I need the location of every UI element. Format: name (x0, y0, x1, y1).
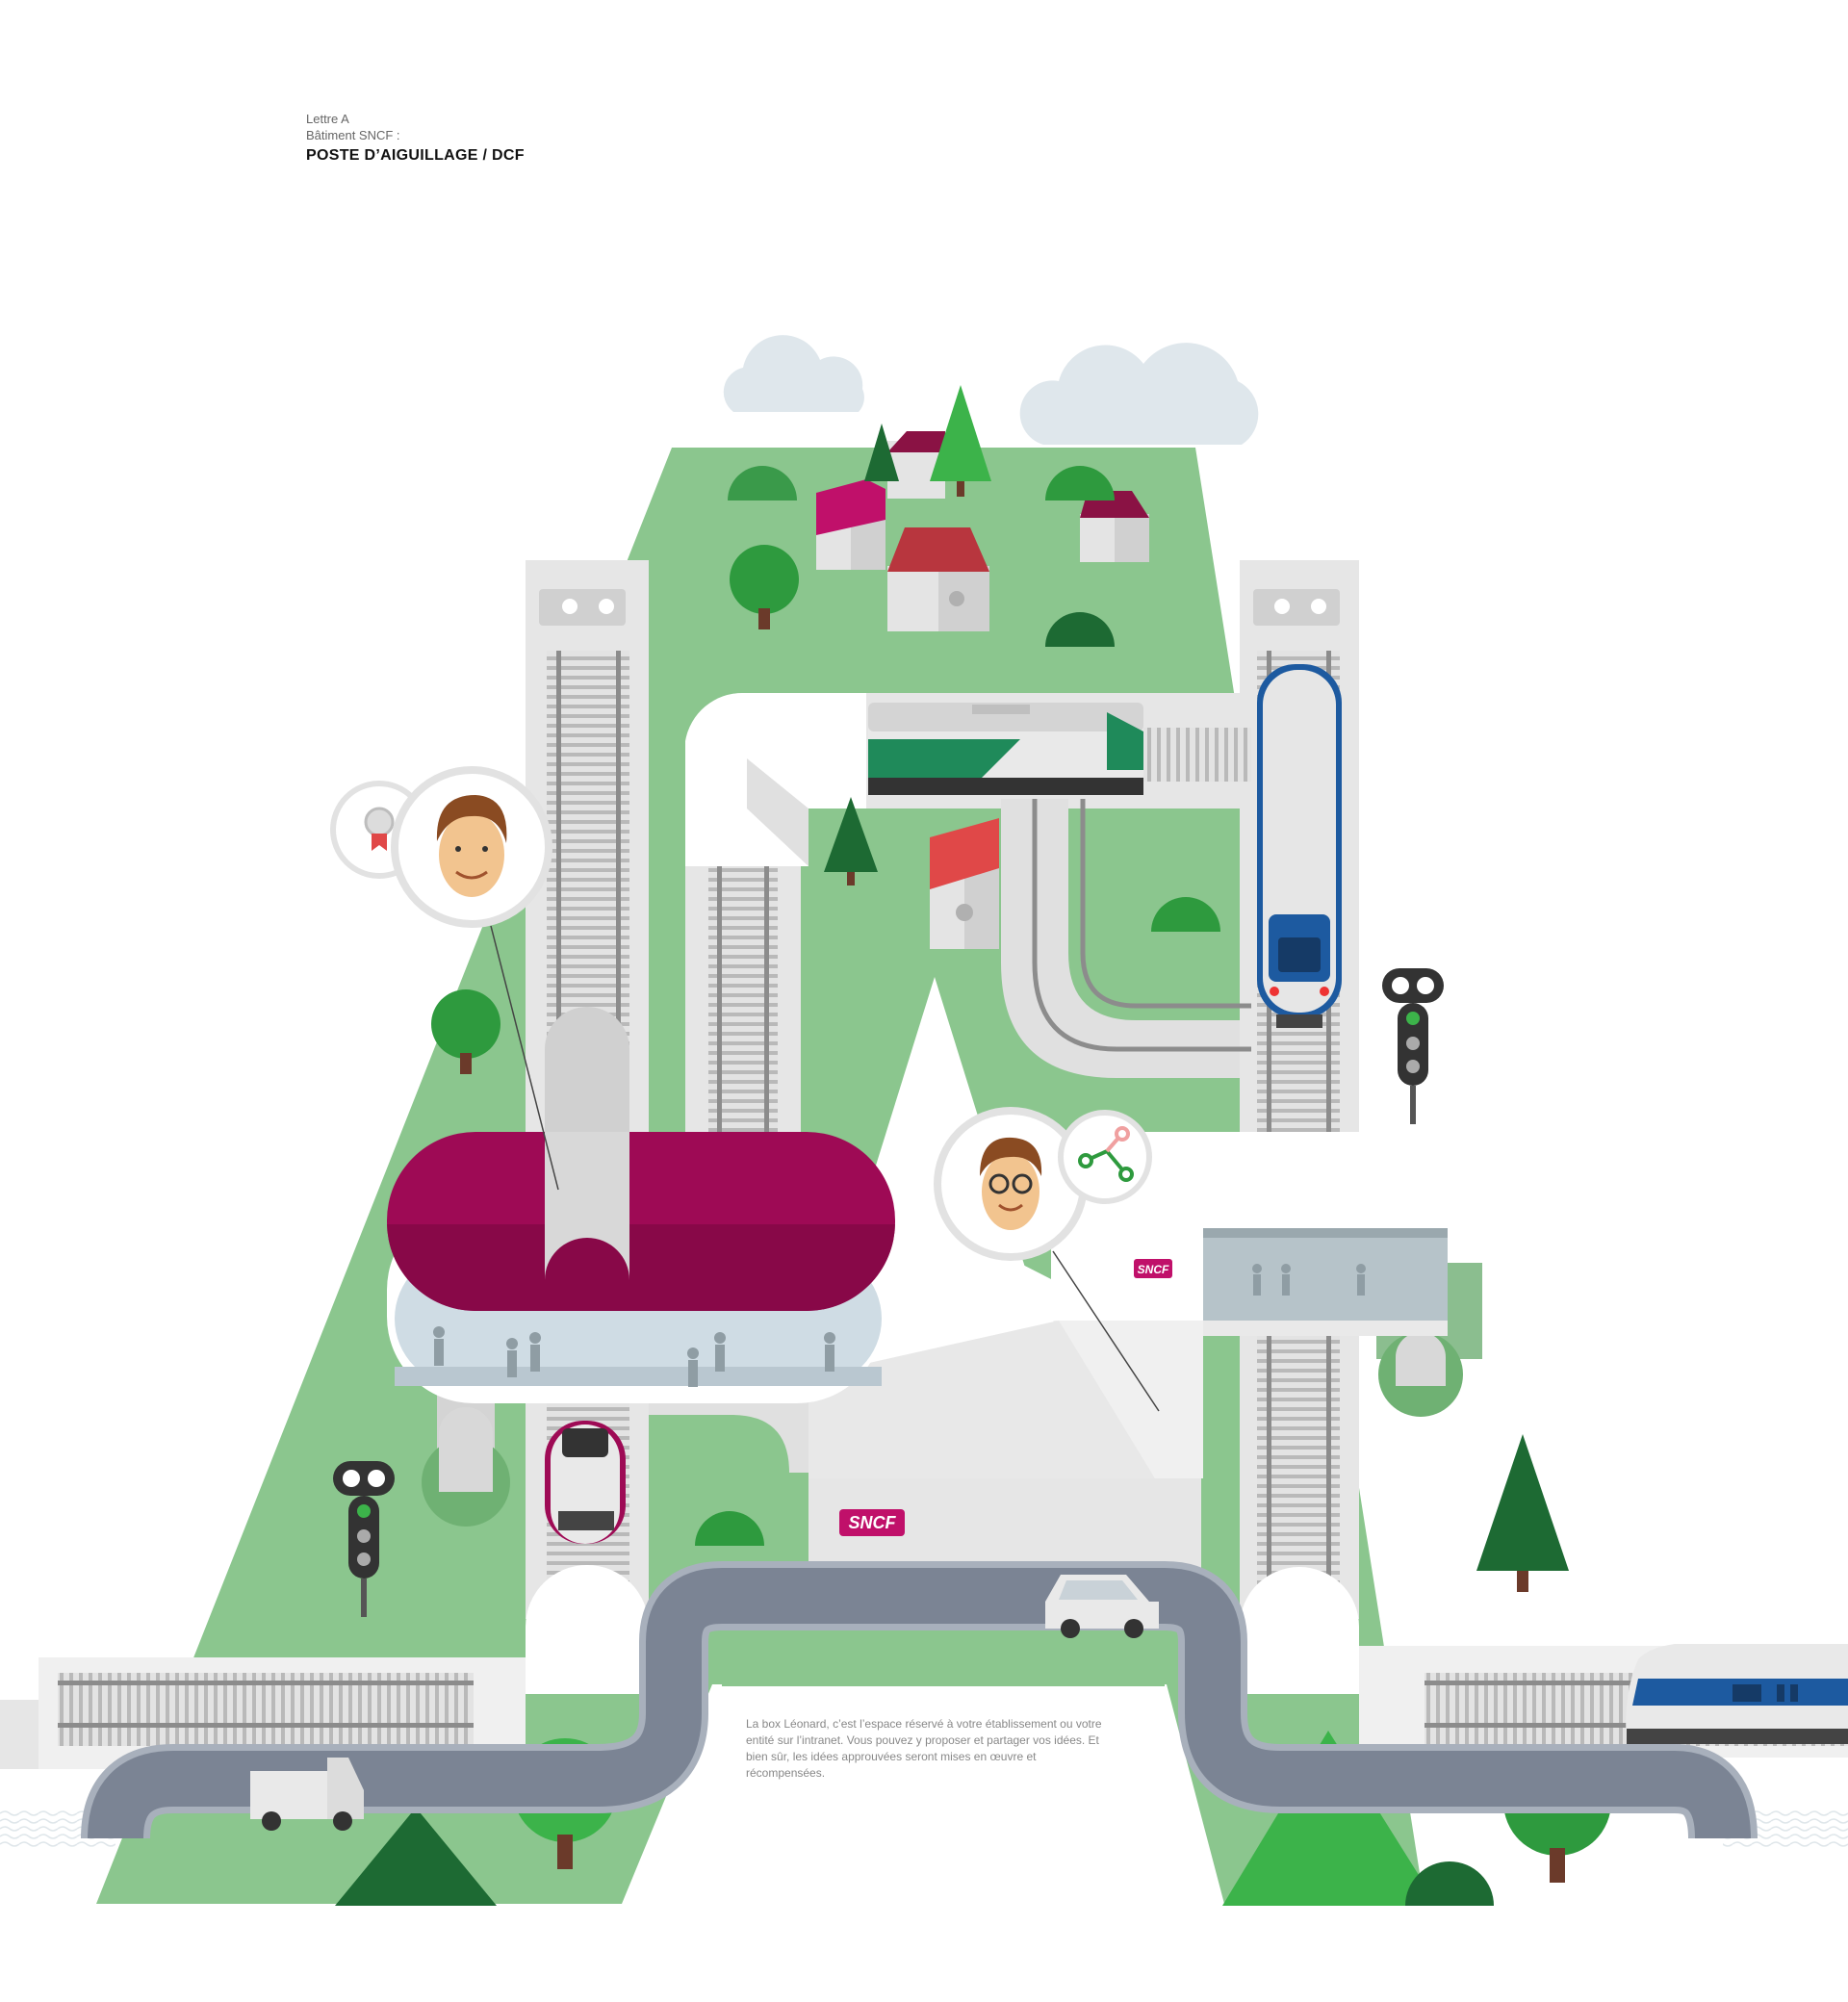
avatar (980, 1137, 1042, 1230)
sncf-building-right: SNCF (1051, 1132, 1448, 1336)
tree-icon (1222, 1731, 1438, 1906)
tree-icon (431, 989, 500, 1074)
header: Lettre A Bâtiment SNCF : POSTE D’AIGUILL… (306, 112, 525, 167)
tunnel-portal-right (1240, 1567, 1359, 1694)
tree-icon (1476, 1434, 1569, 1592)
letter-label: Lettre A (306, 112, 349, 126)
central-station-block: SNCF (808, 1155, 1203, 1575)
main-station (387, 1132, 895, 1403)
tree-icon (824, 797, 878, 886)
traffic-signal-icon (333, 1461, 395, 1617)
tree-icon (695, 1511, 764, 1546)
building-label: Bâtiment SNCF : (306, 127, 400, 142)
callout-line (490, 925, 559, 1191)
description-text: La box Léonard, c’est l’espace réservé à… (746, 1717, 1102, 1780)
green-locomotive (868, 703, 1143, 795)
house-icon (1080, 491, 1149, 562)
tree-icon (728, 466, 797, 500)
person-icon (1252, 1264, 1366, 1296)
tree-icon (730, 545, 799, 629)
medal-icon (364, 807, 395, 851)
cloud-icon (723, 335, 864, 412)
tree-icon (930, 385, 991, 497)
sncf-logo: SNCF (849, 1513, 897, 1532)
car-icon (1045, 1575, 1159, 1638)
tunnel-track (685, 808, 801, 1136)
train-icon (1626, 1644, 1848, 1744)
person-icon (433, 1326, 835, 1387)
avatar (436, 795, 507, 897)
road (81, 1561, 1758, 1840)
avatar-bubble-right (934, 1107, 1152, 1261)
house-icon (887, 527, 989, 631)
sncf-logo-small: SNCF (1138, 1263, 1169, 1276)
upper-platform (685, 692, 866, 866)
ter-train-vertical (1257, 664, 1342, 1028)
house-icon (930, 818, 999, 949)
village (816, 431, 1149, 631)
tree-icon (1045, 466, 1115, 500)
house-icon (887, 431, 945, 499)
callout-line (1052, 1250, 1160, 1412)
traffic-signal-icon (1382, 968, 1444, 1124)
tree-icon (335, 1808, 497, 1906)
tree-icon (1405, 1861, 1494, 1906)
share-network-icon (1078, 1126, 1134, 1182)
tree-icon (864, 424, 899, 481)
tunnel-portal-left (526, 1565, 649, 1694)
house-icon (816, 479, 886, 570)
tree-icon (1045, 612, 1115, 647)
tunnel-gate (545, 1007, 629, 1280)
page-title: POSTE D’AIGUILLAGE / DCF (306, 146, 525, 164)
cloud-icon (1019, 343, 1259, 445)
truck-icon (250, 1758, 364, 1831)
tree-icon (1151, 897, 1220, 932)
avatar-bubble-left (330, 766, 552, 928)
